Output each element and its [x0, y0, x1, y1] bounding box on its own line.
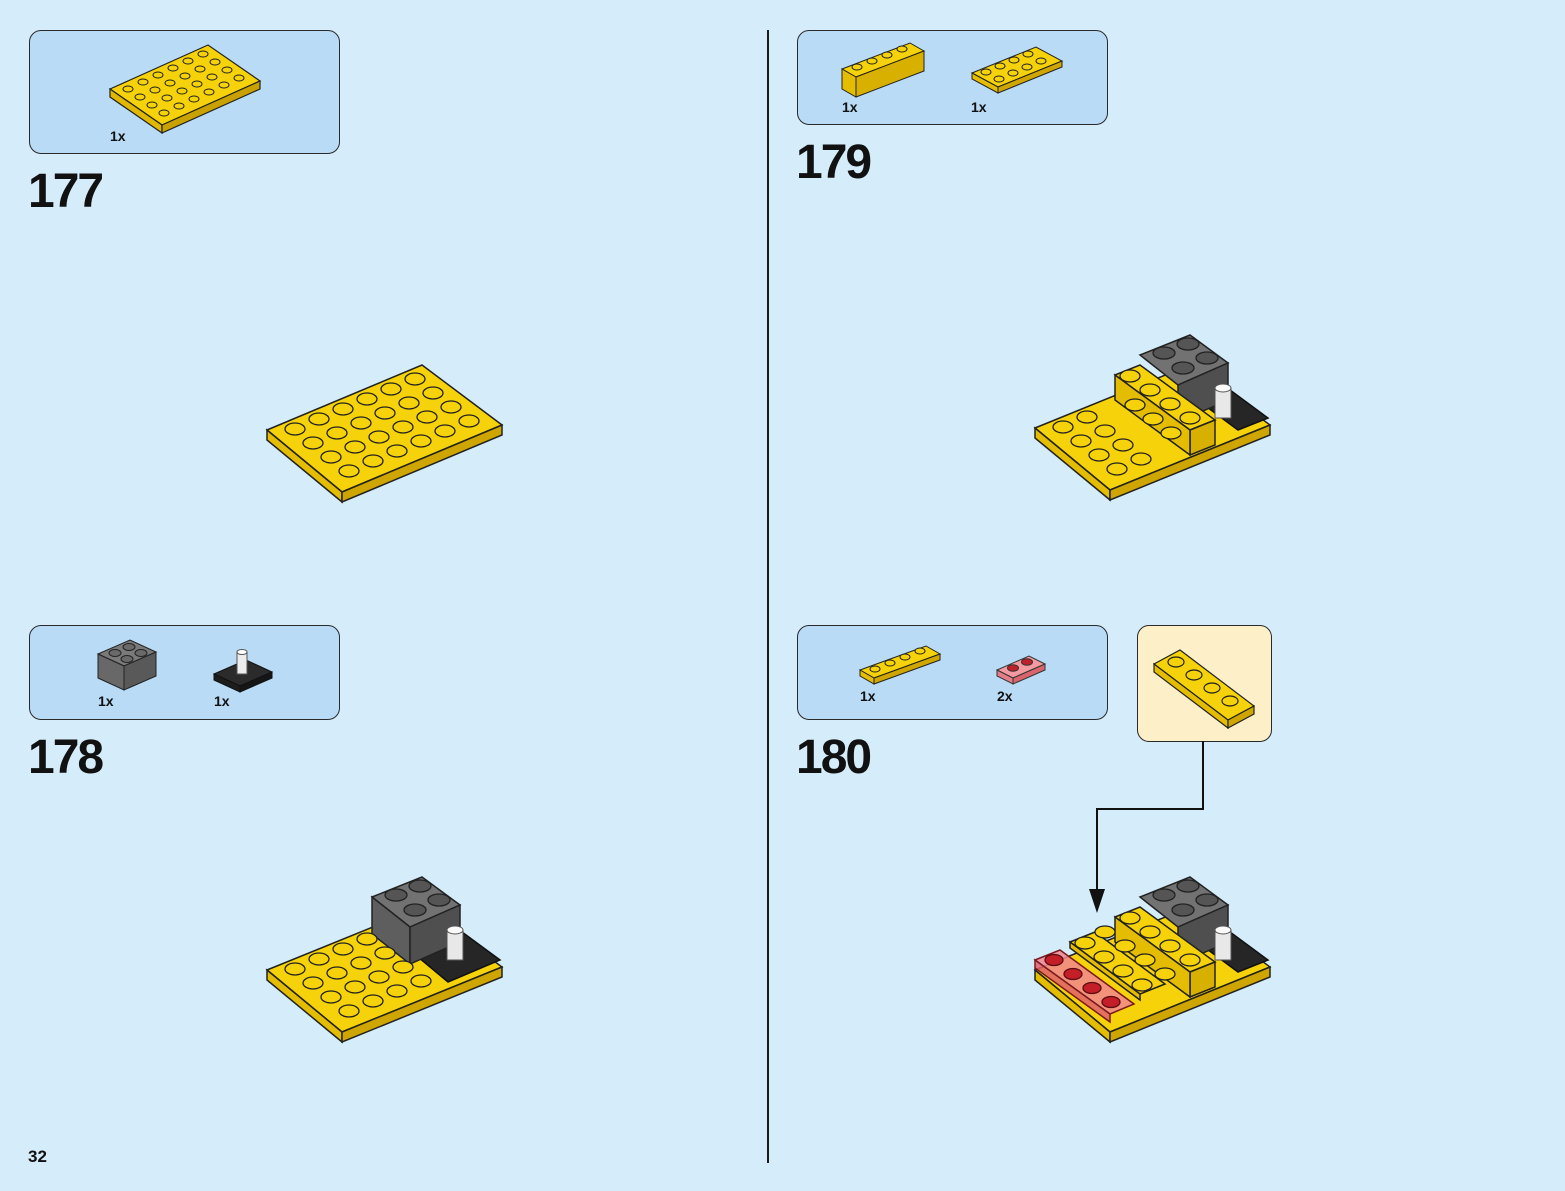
part-quantity: 1x: [860, 688, 876, 704]
parts-list-180: 1x 2x: [797, 625, 1108, 720]
step-number: 177: [28, 165, 104, 218]
part-quantity: 2x: [997, 688, 1013, 704]
parts-list-178: 1x 1x: [29, 625, 340, 720]
page-number: 32: [28, 1147, 47, 1166]
part-quantity: 1x: [98, 693, 114, 709]
step-179-model: [1033, 334, 1272, 502]
part-quantity: 1x: [971, 99, 987, 115]
step-177-model: [265, 364, 504, 504]
parts-list-179: 1x 1x: [797, 30, 1108, 125]
placement-arrow: [1089, 741, 1204, 913]
parts-list-177: 1x: [29, 30, 340, 154]
part-quantity: 1x: [842, 99, 858, 115]
step-number: 179: [796, 136, 872, 189]
yellow-plate-1x4-icon: [1152, 649, 1256, 730]
step-number: 180: [796, 731, 872, 784]
step-number: 178: [28, 731, 104, 784]
dark-gray-brick-2x2-icon: [96, 639, 158, 691]
part-quantity: 1x: [214, 693, 230, 709]
sub-step-callout-180: [1137, 625, 1272, 742]
step-180-model: [1033, 876, 1272, 1044]
part-quantity: 1x: [110, 128, 126, 144]
transparent-red-plate-1x2-icon: [995, 655, 1047, 685]
black-plate-2x2-with-transparent-bar-icon: [212, 649, 274, 693]
yellow-brick-1x4-icon: [840, 42, 926, 98]
step-178-model: [265, 876, 504, 1044]
page-divider: [767, 30, 769, 1163]
yellow-plate-1x4-icon: [858, 645, 942, 685]
yellow-plate-2x4-icon: [970, 46, 1064, 94]
yellow-plate-4x6-icon: [108, 44, 262, 135]
